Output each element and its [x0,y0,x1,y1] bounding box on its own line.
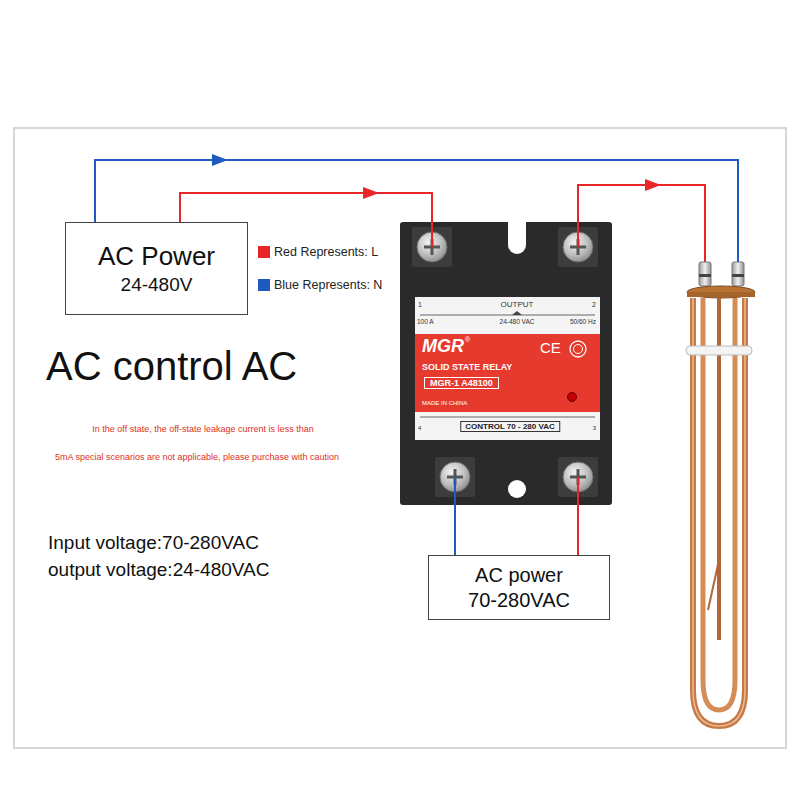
legend-row: Red Represents: L [258,245,378,259]
marking-slot: ® [465,336,470,344]
wire-group [578,505,579,555]
caution-note: 5mA special scenarios are not applicable… [55,452,339,462]
terminal-number: 3 [593,425,596,432]
label-panel [415,297,600,440]
wire-connector [577,505,579,555]
tube-clip [686,346,752,355]
output-line [420,315,595,316]
diagram-title: AC control AC [46,343,297,389]
terminal-ring [699,274,711,277]
marking-slot: 3 [593,425,596,432]
marking-slot: 100 A [417,318,434,325]
ccc-mark [574,345,583,354]
marking-slot: SOLID STATE RELAY [422,362,512,372]
tube-highlight [693,298,745,726]
heater-flange [687,286,755,298]
heating-element [686,262,755,726]
copper-tube [693,298,745,726]
ssr-symbol [512,311,522,315]
wire-arrow [645,179,661,191]
brand-band [415,334,600,412]
wire-group [455,505,456,555]
marking-slot: CE [540,339,561,356]
wire-end [454,477,456,505]
box-heading: AC power [475,564,563,587]
legend-swatch [258,279,270,291]
arrow-head [363,187,379,199]
wire-group [180,187,432,222]
box-value: 70-280VAC [468,589,570,612]
marking-slot: MGR [422,336,464,357]
relay-marking: 50/60 Hz [570,318,596,325]
mounting-hole [508,480,526,498]
label-slot: 5mA special scenarios are not applicable… [55,452,339,462]
relay-marking: 24-480 VAC [500,318,535,325]
title-slot: AC control AC [46,343,297,389]
picture-frame [14,128,786,748]
caution-note: In the off state, the off-state leakage … [92,424,313,434]
ccc-mark [570,341,586,357]
legend-text: Blue Represents: N [274,278,382,292]
model-number: MGR-1 A48100 [424,377,499,389]
wire-end [577,477,579,505]
control-power-box: AC power70-280VAC [428,555,610,620]
spec-label: output voltage:24-480VAC [48,559,269,581]
legend-row: Blue Represents: N [258,278,382,292]
marking-slot: MADE IN CHINA [422,400,467,407]
relay-marking: CONTROL 70 - 280 VAC [460,421,560,432]
box-heading: AC Power [98,242,215,272]
brand-logo: MGR [422,336,464,357]
marking-slot: 1 [418,301,422,309]
wire-connector [454,505,456,555]
relay-marking: MADE IN CHINA [422,400,467,407]
wire-end [577,222,579,247]
label-slot: output voltage:24-480VAC [48,559,269,581]
box-value: 24-480V [121,274,193,296]
legend-swatch [258,246,270,258]
control-line [420,417,595,418]
registered-mark: ® [465,336,470,344]
marking-slot: 2 [592,301,596,309]
relay-marking: SOLID STATE RELAY [422,362,512,372]
marking-slot: OUTPUT [501,300,534,309]
solid-state-relay: 1 OUTPUT 2 100 A 24-480 VAC 50/60 Hz MGR® CE SOL… [400,222,612,505]
status-led [568,393,577,402]
heater-terminal [699,262,711,286]
marking-slot: MGR-1 A48100 [424,377,499,389]
terminal-number: 1 [418,301,422,309]
relay-housing [400,222,612,505]
wire-end [431,222,433,247]
mounting-slot [508,222,526,254]
heater-flange [687,292,755,297]
terminal-number: 4 [418,425,421,432]
marking-slot: CONTROL 70 - 280 VAC [460,421,560,432]
relay-body [400,222,612,505]
wire-arrow [212,154,228,166]
sensor-tube [708,560,719,610]
copper-tube [703,298,735,710]
ce-mark: CE [540,339,561,356]
terminal-number: 2 [592,301,596,309]
power-source-box: AC Power24-480V [65,222,248,315]
heater-terminal [732,262,744,286]
wire-connector [180,193,432,222]
relay-marking: OUTPUT [501,300,534,309]
label-slot: Input voltage:70-280VAC [48,532,259,554]
marking-slot: 4 [418,425,421,432]
marking-slot: 50/60 Hz [570,318,596,325]
relay-marking: 100 A [417,318,434,325]
label-slot: In the off state, the off-state leakage … [92,424,313,434]
marking-slot: 24-480 VAC [500,318,535,325]
spec-label: Input voltage:70-280VAC [48,532,259,554]
terminal-ring [732,274,744,277]
legend-text: Red Represents: L [274,245,378,259]
